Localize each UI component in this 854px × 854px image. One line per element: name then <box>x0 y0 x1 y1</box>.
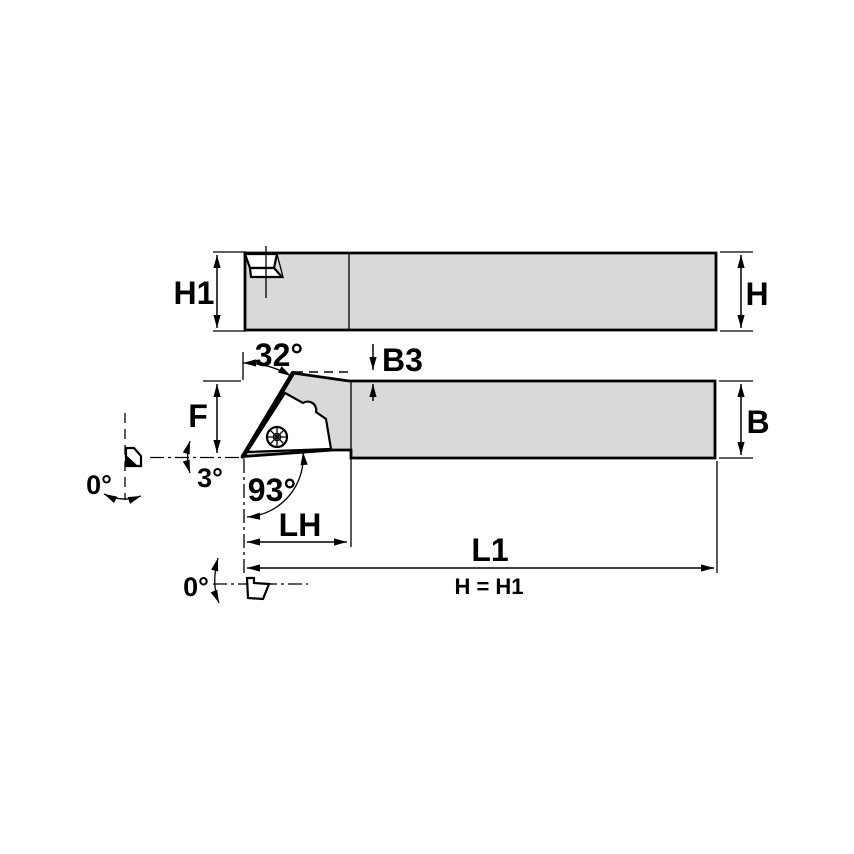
dim-H-label: H <box>745 276 768 312</box>
front-insert-detail: 0° <box>86 413 143 504</box>
top-view-insert-pocket-outer <box>243 252 279 270</box>
insert-screw-torx-pattern <box>268 428 286 446</box>
insert-screw-center <box>272 432 282 442</box>
dim-LH: LH <box>247 455 352 547</box>
angle-3: 3° <box>182 440 223 493</box>
angle-0-front-label: 0° <box>86 470 112 500</box>
angle-32-label: 32° <box>255 337 303 373</box>
dim-B3-label: B3 <box>382 342 423 378</box>
top-view: H1 H <box>174 246 769 332</box>
detail-insert-profile-shading <box>126 455 138 466</box>
dim-H: H <box>720 251 769 332</box>
dim-L1-label: L1 <box>471 532 508 568</box>
dim-L1: L1 H = H1 <box>247 461 718 599</box>
angle-0-bottom-label: 0° <box>183 572 209 602</box>
angle-32: 32° <box>242 337 303 380</box>
equality-note-label: H = H1 <box>454 574 523 599</box>
angle-93-label: 93° <box>248 472 296 508</box>
angle-93-arc <box>246 451 308 520</box>
front-view-cutting-slant-edge <box>240 370 296 459</box>
angle-0-front-arc <box>103 493 142 504</box>
dim-B: B <box>719 380 770 459</box>
dim-F-label: F <box>188 398 208 434</box>
angle-32-arc <box>242 359 292 377</box>
angle-3-label: 3° <box>197 463 223 493</box>
dim-B-label: B <box>746 404 769 440</box>
front-view: B3 32° F 3° 93° <box>150 337 770 599</box>
insert-screw-icon <box>265 425 289 449</box>
dim-F: F <box>188 380 241 453</box>
angle-3-arc <box>182 440 191 474</box>
angle-0-bottom-arc <box>210 557 220 604</box>
top-view-body <box>243 251 718 332</box>
dim-H1: H1 <box>174 251 246 332</box>
dim-LH-label: LH <box>279 507 322 543</box>
bottom-detail-insert-profile <box>245 576 271 601</box>
dim-B3: B3 <box>369 342 423 401</box>
bottom-insert-detail: 0° <box>183 557 308 604</box>
dim-H1-label: H1 <box>174 275 215 311</box>
top-view-pocket-edge-line <box>276 253 284 278</box>
angle-93: 93° <box>246 451 308 520</box>
